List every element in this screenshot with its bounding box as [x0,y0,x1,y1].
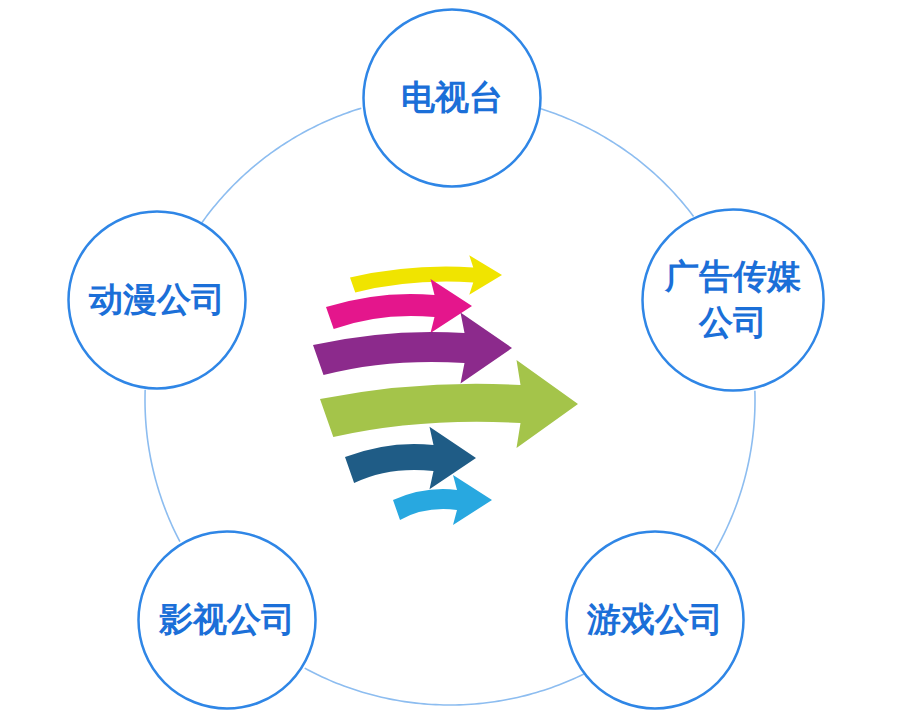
arrow-band [350,255,502,295]
company-circle: 影视公司 [137,530,317,710]
circle-body: 电视台 [362,8,542,188]
ring-arc [145,390,180,542]
circle-body: 广告传媒 公司 [641,208,825,392]
company-circle: 广告传媒 公司 [641,208,825,392]
node-label: 动漫公司 [82,277,232,323]
circle-body: 影视公司 [137,530,317,710]
node-label: 电视台 [377,75,527,121]
node-label: 游戏公司 [580,597,730,643]
ring-arc [541,109,694,217]
circle-shape [69,212,246,389]
company-circle: 电视台 [362,8,542,188]
ring-arc [305,668,584,705]
company-circle: 游戏公司 [565,530,745,710]
circle-outline [641,208,825,392]
circle-shape [139,532,316,709]
circle-body: 游戏公司 [565,530,745,710]
arrow-band [320,360,578,448]
company-circle: 动漫公司 [67,210,247,390]
arrow-band [393,475,492,525]
ring-arc [202,108,361,223]
arrow-band [326,279,472,333]
node-label: 广告传媒 公司 [658,254,808,346]
node-label: 影视公司 [152,597,302,643]
circle-shape [642,209,823,390]
ring-arc [715,391,755,552]
circle-shape [567,532,744,709]
arrow-band [313,313,512,384]
circle-shape [364,10,541,187]
circle-body: 动漫公司 [67,210,247,390]
